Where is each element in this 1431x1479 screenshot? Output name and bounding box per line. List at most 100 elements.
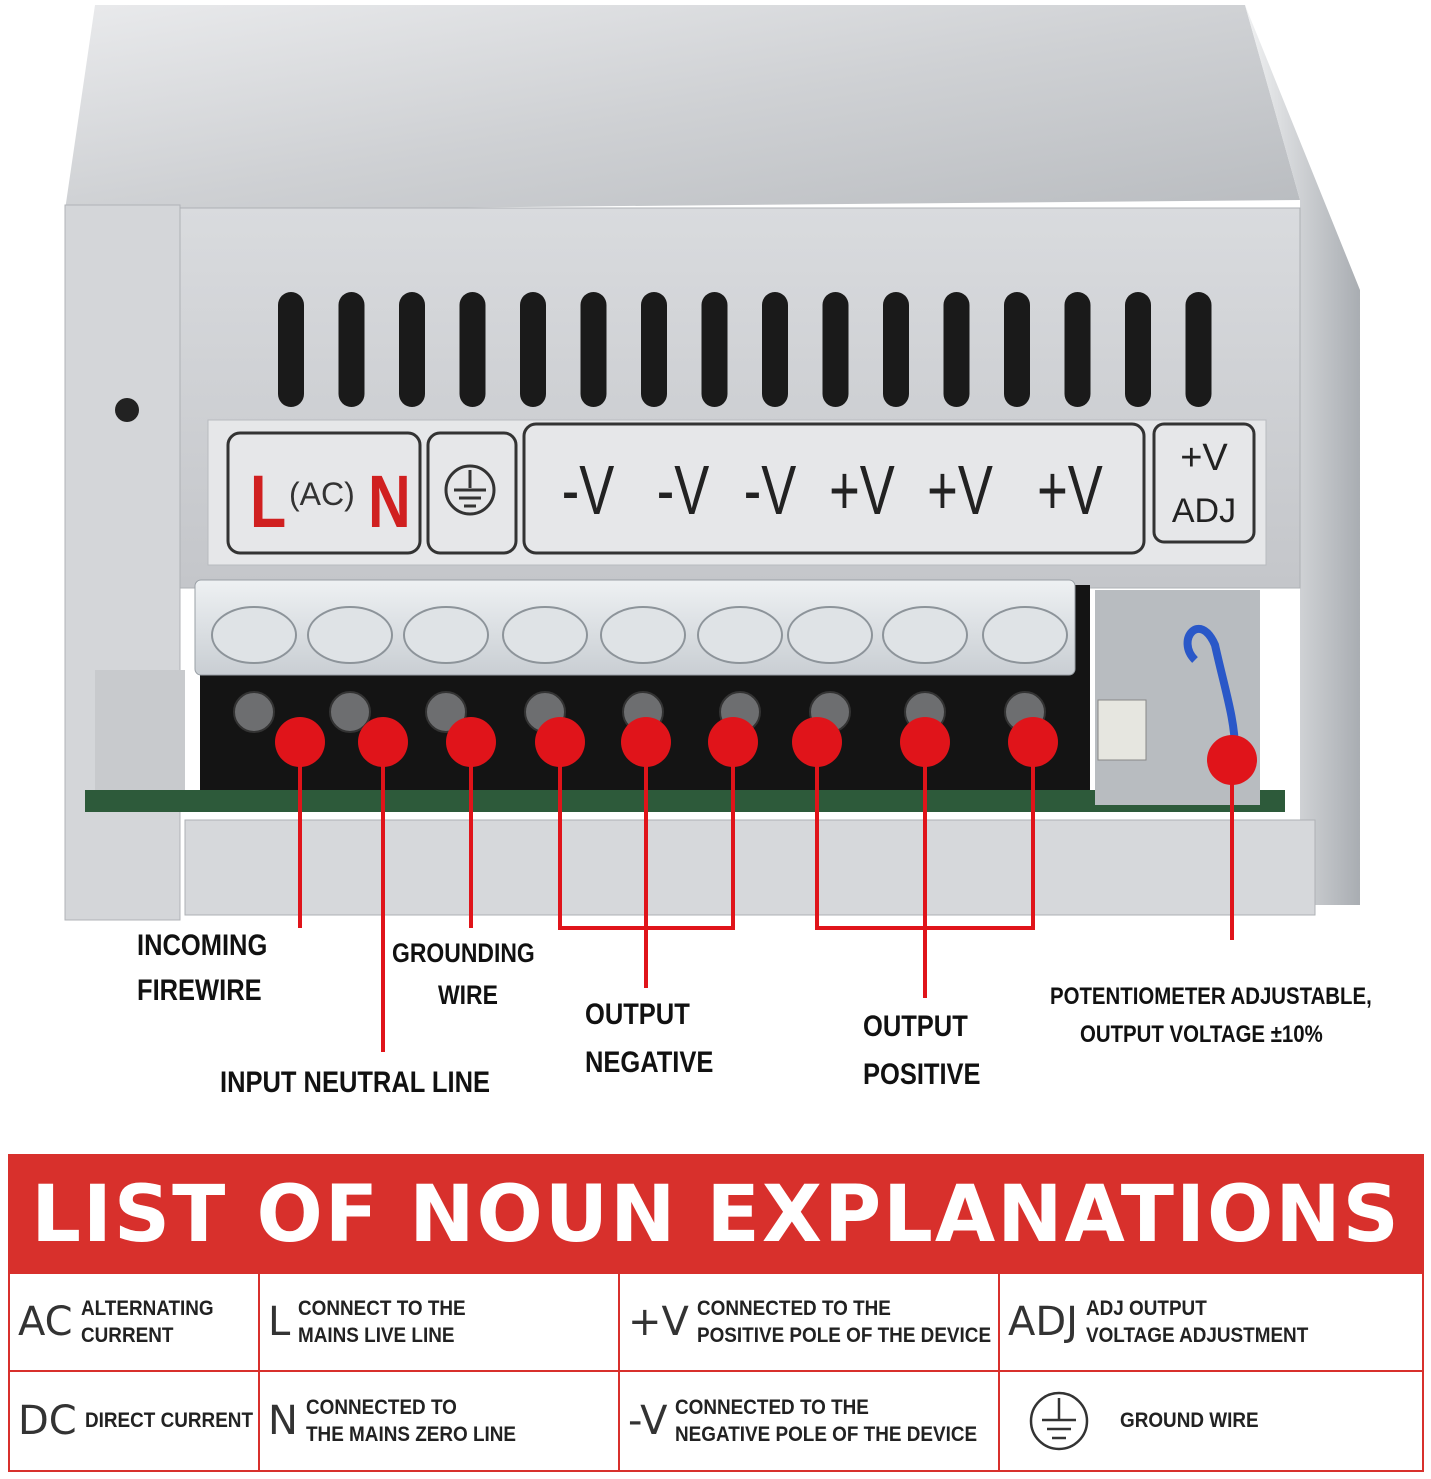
legend-cell: AC ALTERNATING CURRENT xyxy=(10,1274,260,1372)
vent-slot xyxy=(1125,292,1151,407)
panel-neutral-label: N xyxy=(368,461,411,544)
vent-slot xyxy=(338,292,365,407)
vent-slot xyxy=(943,292,970,407)
legend-abbr: L xyxy=(268,1299,291,1345)
terminal-marker-dot xyxy=(446,717,496,767)
panel-terminal-label: -V xyxy=(744,452,796,530)
vent-slots xyxy=(278,292,1212,407)
legend-explanation: ALTERNATING CURRENT xyxy=(81,1295,214,1350)
panel-adj-plusv: +V xyxy=(1180,437,1228,479)
legend-explanation-line1: GROUND WIRE xyxy=(1120,1409,1259,1433)
vent-slot xyxy=(580,292,607,407)
legend-explanation-line2: MAINS LIVE LINE xyxy=(298,1324,455,1347)
terminal-marker-dot xyxy=(1008,717,1058,767)
terminal-cover-cap xyxy=(403,606,489,664)
legend-title: LIST OF NOUN EXPLANATIONS xyxy=(10,1156,1422,1274)
callout-positive-line1: OUTPUT xyxy=(863,1009,968,1042)
legend-abbr: -V xyxy=(628,1398,668,1444)
callout-pot-line2: OUTPUT VOLTAGE ±10% xyxy=(1080,1020,1323,1047)
terminal-screw xyxy=(233,691,275,733)
terminal-cover-cap xyxy=(307,606,393,664)
noun-explanations-table: LIST OF NOUN EXPLANATIONS AC ALTERNATING C… xyxy=(8,1154,1424,1472)
legend-cell: GROUND WIRE xyxy=(1000,1372,1422,1470)
terminal-cover-cap xyxy=(882,606,968,664)
terminal-cover-cap xyxy=(211,606,297,664)
terminal-screw xyxy=(329,691,371,733)
callout-negative-line1: OUTPUT xyxy=(585,997,690,1030)
legend-abbr: N xyxy=(268,1398,298,1444)
callout-grounding-line2: WIRE xyxy=(438,980,498,1010)
legend-explanation-line1: CONNECT TO THE xyxy=(298,1296,466,1320)
terminal-marker-dot xyxy=(708,717,758,767)
terminal-label-panel: L (AC) N -V-V-V+V+V+V +V ADJ xyxy=(207,419,1267,566)
panel-terminal-label: -V xyxy=(657,452,709,530)
callout-pot-line1: POTENTIOMETER ADJUSTABLE, xyxy=(1050,982,1372,1009)
legend-explanation: CONNECTED TO THE POSITIVE POLE OF THE DEV… xyxy=(697,1295,991,1350)
vent-slot xyxy=(1004,292,1030,407)
panel-terminal-label: +V xyxy=(927,452,993,530)
terminal-cover-cap xyxy=(982,606,1068,664)
legend-explanation-line2: CURRENT xyxy=(80,1324,173,1347)
panel-terminal-label: +V xyxy=(829,452,895,530)
terminal-marker-dot xyxy=(900,717,950,767)
legend-explanation: GROUND WIRE xyxy=(1120,1407,1259,1434)
legend-grid: AC ALTERNATING CURRENT L CONNECT TO THE MAINS… xyxy=(10,1274,1422,1470)
terminal-cover-cap xyxy=(697,606,783,664)
legend-explanation-line1: ADJ OUTPUT xyxy=(1085,1296,1207,1320)
vent-slot xyxy=(399,292,425,407)
legend-explanation-line1: ALTERNATING xyxy=(80,1296,214,1320)
terminal-marker-dot xyxy=(535,717,585,767)
terminal-marker-dot xyxy=(621,717,671,767)
legend-explanation-line2: NEGATIVE POLE OF THE DEVICE xyxy=(675,1423,978,1446)
legend-abbr: DC xyxy=(18,1398,77,1444)
vent-slot xyxy=(1185,292,1212,407)
legend-explanation: DIRECT CURRENT xyxy=(85,1407,253,1434)
ground-symbol-icon xyxy=(1029,1391,1089,1451)
callout-grounding-line1: GROUNDING xyxy=(392,938,535,968)
vent-slot xyxy=(701,292,728,407)
vent-slot xyxy=(822,292,849,407)
terminal-marker-dot xyxy=(792,717,842,767)
terminal-block xyxy=(85,579,1285,812)
legend-cell: +V CONNECTED TO THE POSITIVE POLE OF THE D… xyxy=(620,1274,1000,1372)
terminal-marker-dot xyxy=(275,717,325,767)
legend-abbr: ADJ xyxy=(1008,1299,1078,1345)
legend-explanation-line1: DIRECT CURRENT xyxy=(84,1409,253,1433)
legend-abbr: AC xyxy=(18,1299,73,1345)
callout-incoming-line2: FIREWIRE xyxy=(137,973,262,1006)
terminal-marker-dot xyxy=(358,717,408,767)
vent-slot xyxy=(1064,292,1091,407)
panel-terminal-label: +V xyxy=(1037,452,1103,530)
panel-terminal-label: -V xyxy=(562,452,614,530)
terminal-cover-cap xyxy=(502,606,588,664)
legend-explanation: CONNECT TO THE MAINS LIVE LINE xyxy=(298,1295,466,1350)
terminal-cover-cap xyxy=(600,606,686,664)
callout-incoming-line1: INCOMING xyxy=(137,928,267,961)
callout-neutral: INPUT NEUTRAL LINE xyxy=(220,1065,490,1098)
legend-cell: DC DIRECT CURRENT xyxy=(10,1372,260,1470)
legend-explanation-line2: POSITIVE POLE OF THE DEVICE xyxy=(696,1324,991,1347)
legend-explanation-line1: CONNECTED TO THE xyxy=(696,1296,891,1320)
vent-slot xyxy=(883,292,909,407)
callout-positive-line2: POSITIVE xyxy=(863,1057,981,1090)
panel-adj-label: ADJ xyxy=(1172,492,1236,530)
legend-cell: L CONNECT TO THE MAINS LIVE LINE xyxy=(260,1274,620,1372)
legend-explanation-line2: THE MAINS ZERO LINE xyxy=(305,1423,516,1446)
ground-symbol-icon xyxy=(444,464,496,516)
vent-slot xyxy=(641,292,667,407)
vent-slot xyxy=(520,292,546,407)
panel-live-label: L xyxy=(250,461,286,544)
vent-slot xyxy=(459,292,486,407)
vent-slot xyxy=(278,292,304,407)
vent-slot xyxy=(762,292,788,407)
callout-lines xyxy=(298,742,1234,1052)
legend-abbr: +V xyxy=(628,1299,689,1345)
terminal-marker-dot xyxy=(1207,735,1257,785)
